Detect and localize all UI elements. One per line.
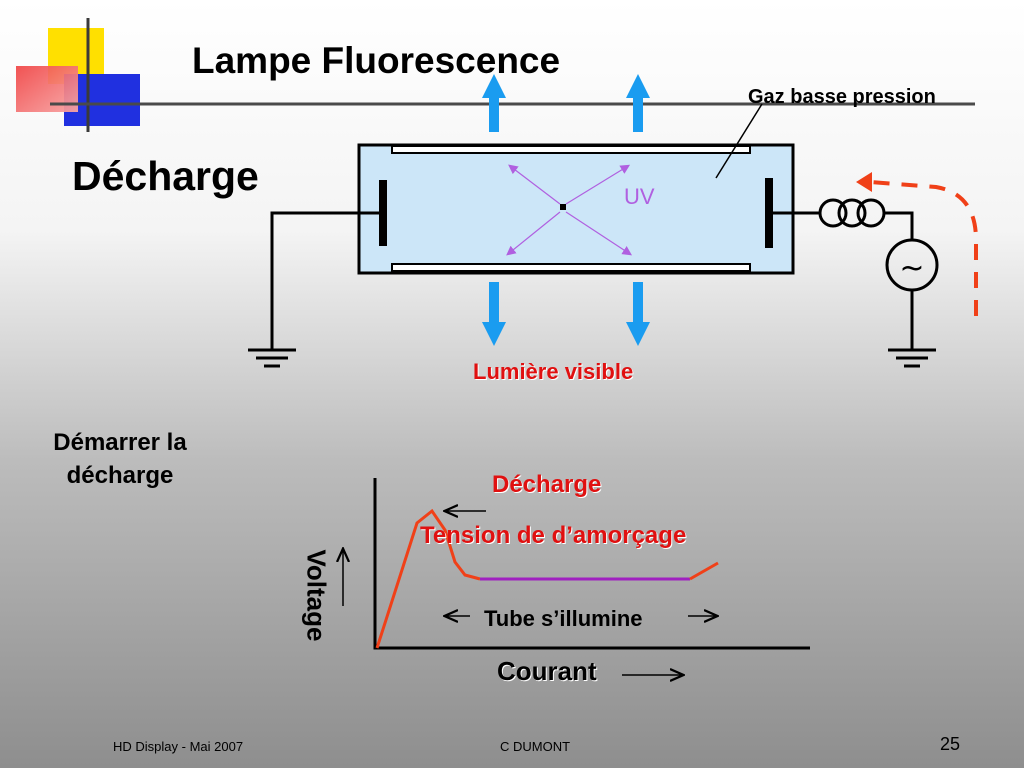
uv-emission-arrows <box>506 164 633 256</box>
gas-pointer-line <box>715 103 763 179</box>
curve-decharge-label: Décharge <box>492 471 602 498</box>
ac-source-symbol: ~ <box>899 251 924 286</box>
iv-curve-rise <box>689 561 719 581</box>
inductor-coil-1 <box>818 198 848 228</box>
inductor-coil-2 <box>837 198 867 228</box>
y-axis-label: Voltage <box>301 549 332 642</box>
light-arrow-up-right <box>626 74 650 132</box>
fluorescent-tube <box>357 143 795 275</box>
light-arrow-down-left <box>482 282 506 346</box>
current-flow-arrowhead <box>856 172 872 192</box>
footer-left: HD Display - Mai 2007 <box>113 739 244 754</box>
atom-dot <box>560 204 566 210</box>
inductor-coil-3 <box>856 198 886 228</box>
slide-title: Lampe Fluorescence <box>192 40 561 81</box>
phosphor-coating-top <box>391 145 751 154</box>
light-arrow-down-right <box>626 282 650 346</box>
page-number: 25 <box>940 734 961 754</box>
x-axis-label: Courant <box>497 656 597 686</box>
right-circuit <box>773 198 939 368</box>
iv-curve-strike <box>375 508 481 649</box>
curve-tension-label: Tension de d’amorçage <box>420 522 687 549</box>
section-heading: Décharge <box>72 153 259 199</box>
visible-light-arrows <box>482 74 650 346</box>
iv-curve-axes <box>373 478 810 650</box>
light-arrow-up-left <box>482 74 506 132</box>
electrode-right <box>765 178 773 248</box>
phosphor-coating-bottom <box>391 263 751 272</box>
electrode-left <box>379 180 387 246</box>
left-ground-circuit <box>248 211 379 368</box>
current-flow-dashed-arrow <box>869 180 978 316</box>
decorative-logo <box>16 18 975 132</box>
visible-light-label: Lumière visible <box>473 359 634 384</box>
uv-label: UV <box>624 184 655 209</box>
gas-label: Gaz basse pression <box>748 86 936 108</box>
footer-center: C DUMONT <box>500 739 571 754</box>
tube-illuminates-label: Tube s’illumine <box>484 606 643 631</box>
start-discharge-label: Démarrer la décharge <box>53 429 187 489</box>
